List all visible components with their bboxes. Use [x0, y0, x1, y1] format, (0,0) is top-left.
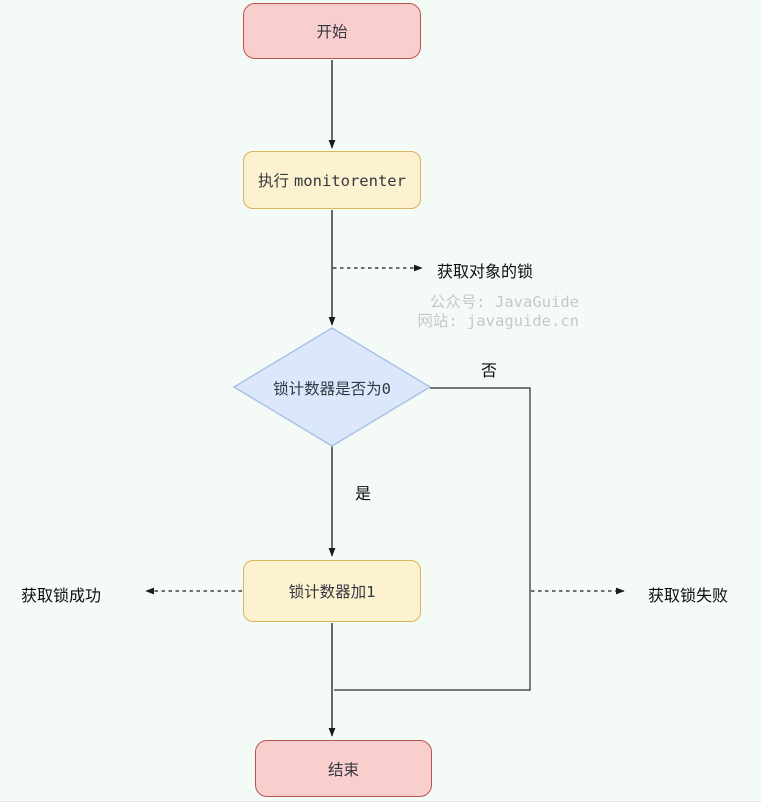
edge-label-acquire-lock: 获取对象的锁 [437, 262, 534, 281]
watermark-line2: 网站: javaguide.cn [417, 312, 579, 330]
edge-label-yes: 是 [355, 484, 372, 503]
increment-node: 锁计数器加1 [243, 560, 421, 622]
edge-label-lock-success: 获取锁成功 [21, 586, 102, 605]
monitorenter-node: 执行 monitorenter [243, 151, 421, 209]
edge-label-no: 否 [481, 361, 498, 380]
watermark-line1: 公众号: JavaGuide [429, 293, 579, 311]
end-node-label: 结束 [327, 760, 359, 779]
decision-node-label: 锁计数器是否为0 [273, 380, 391, 398]
increment-node-label: 锁计数器加1 [288, 583, 376, 601]
decision-diamond-shape [232, 327, 432, 447]
start-node-label: 开始 [316, 23, 348, 41]
start-node: 开始 [243, 3, 421, 59]
monitorenter-node-label: 执行 monitorenter [258, 172, 406, 190]
connector-no-branch [334, 387, 531, 691]
watermark: 公众号: JavaGuide 网站: javaguide.cn [417, 293, 579, 331]
edge-label-lock-fail: 获取锁失败 [648, 586, 729, 605]
end-node: 结束 [255, 740, 432, 797]
